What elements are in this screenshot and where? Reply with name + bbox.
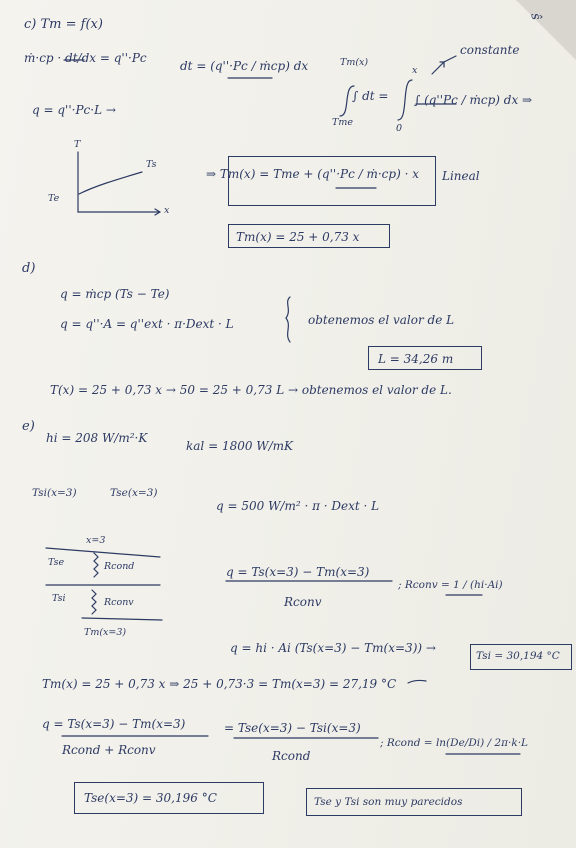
integral-sign: [339, 85, 355, 117]
kal-value: kal = 1800 W/mK: [186, 439, 294, 453]
tm-numeric-result: Tm(x) = 25 + 0,73 x: [236, 230, 360, 244]
energy-balance-eq: ṁ·cp · dt/dx = q''·Pc: [24, 51, 147, 65]
graph-curve: [78, 171, 143, 195]
integral-sign-2: [397, 79, 413, 121]
d-eq1: q = ṁcp (Ts − Te): [60, 287, 170, 301]
graph-label-Te: Te: [48, 193, 60, 204]
tm-formula: ⇒ Tm(x) = Tme + (q''·Pc / ṁ·cp) · x: [206, 167, 419, 181]
q-convection-eq: q = hi · Ai (Ts(x=3) − Tm(x=3)) →: [230, 641, 436, 655]
d-eq2: q = q''·A = q''ext · π·Dext · L: [60, 317, 234, 331]
mid-numerator: = Tse(x=3) − Tsi(x=3): [224, 721, 361, 735]
graph-label-T: T: [74, 139, 81, 150]
q-flux-eq: q = 500 W/m² · π · Dext · L: [216, 499, 380, 513]
rconv-zigzag: [91, 589, 97, 615]
circuit-rconv: Rconv: [104, 597, 134, 608]
constant-note: constante: [460, 43, 520, 57]
L-result-box: [368, 346, 482, 370]
q-final-numerator: q = Ts(x=3) − Tm(x=3): [42, 717, 186, 731]
tsi-result: Tsi = 30,194 °C: [476, 650, 560, 662]
obtain-L-note: obtenemos el valor de L: [308, 313, 455, 327]
graph-label-x: x: [164, 205, 170, 216]
circuit-x-label: x=3: [86, 535, 106, 546]
graph-axes: [77, 151, 161, 213]
integral-upper-limit: Tm(x): [340, 57, 369, 68]
tm-numeric-box: [228, 224, 390, 248]
tsi-result-box: [470, 644, 572, 670]
comparison-note: Tse y Tsi son muy parecidos: [314, 796, 463, 808]
L-result: L = 34,26 m: [378, 352, 454, 366]
circuit-rcond: Rcond: [104, 561, 135, 572]
graph-label-Ts: Ts: [146, 159, 157, 170]
section-e-heading: e): [22, 419, 35, 434]
q-eq-denominator: Rconv: [284, 595, 322, 609]
tse-result: Tse(x=3) = 30,196 °C: [84, 791, 217, 805]
integral2-body: ∫ (q''Pc / ṁcp) dx ⇒: [414, 93, 533, 107]
dt-expression: dt = (q''·Pc / ṁcp) dx: [180, 59, 309, 73]
circuit-tse: Tse: [48, 557, 65, 568]
comparison-box: [306, 788, 522, 816]
integral2-upper-limit: x: [412, 65, 418, 76]
rconv-equation: ; Rconv = 1 / (hi·Ai): [398, 579, 503, 591]
section-d-heading: d): [22, 261, 36, 276]
circuit-tm: Tm(x=3): [84, 627, 127, 638]
tse-label: Tse(x=3): [110, 487, 158, 499]
integral2-lower-limit: 0: [396, 123, 403, 134]
rcond-zigzag: [93, 552, 99, 578]
q-eq-numerator: q = Ts(x=3) − Tm(x=3): [226, 565, 370, 579]
folded-corner: [516, 0, 576, 60]
circuit-line-bottom: [81, 617, 163, 621]
hi-value: hi = 208 W/m²·K: [46, 431, 148, 445]
tm-formula-box: [228, 156, 436, 206]
circuit-line-top: [45, 547, 161, 558]
brace: [285, 296, 291, 343]
d-conclusion-line: T(x) = 25 + 0,73 x → 50 = 25 + 0,73 L → …: [50, 383, 452, 397]
tse-result-box: [74, 782, 264, 814]
tm-x3-line: Tm(x) = 25 + 0,73 x ⇒ 25 + 0,73·3 = Tm(x…: [42, 677, 397, 691]
rcond-equation: ; Rcond = ln(De/Di) / 2π·k·L: [380, 737, 529, 749]
circuit-tsi: Tsi: [52, 593, 66, 604]
q-final-denominator: Rcond + Rconv: [62, 743, 156, 757]
linear-note: Lineal: [442, 169, 480, 183]
tsi-label: Tsi(x=3): [32, 487, 77, 499]
section-c-heading: c) Tm = f(x): [24, 17, 103, 32]
mid-denominator: Rcond: [272, 749, 311, 763]
integral-lower-limit: Tme: [332, 117, 353, 128]
integral-dt: ∫ dt =: [352, 89, 389, 103]
q-equation: q = q''·Pc·L →: [32, 103, 116, 117]
